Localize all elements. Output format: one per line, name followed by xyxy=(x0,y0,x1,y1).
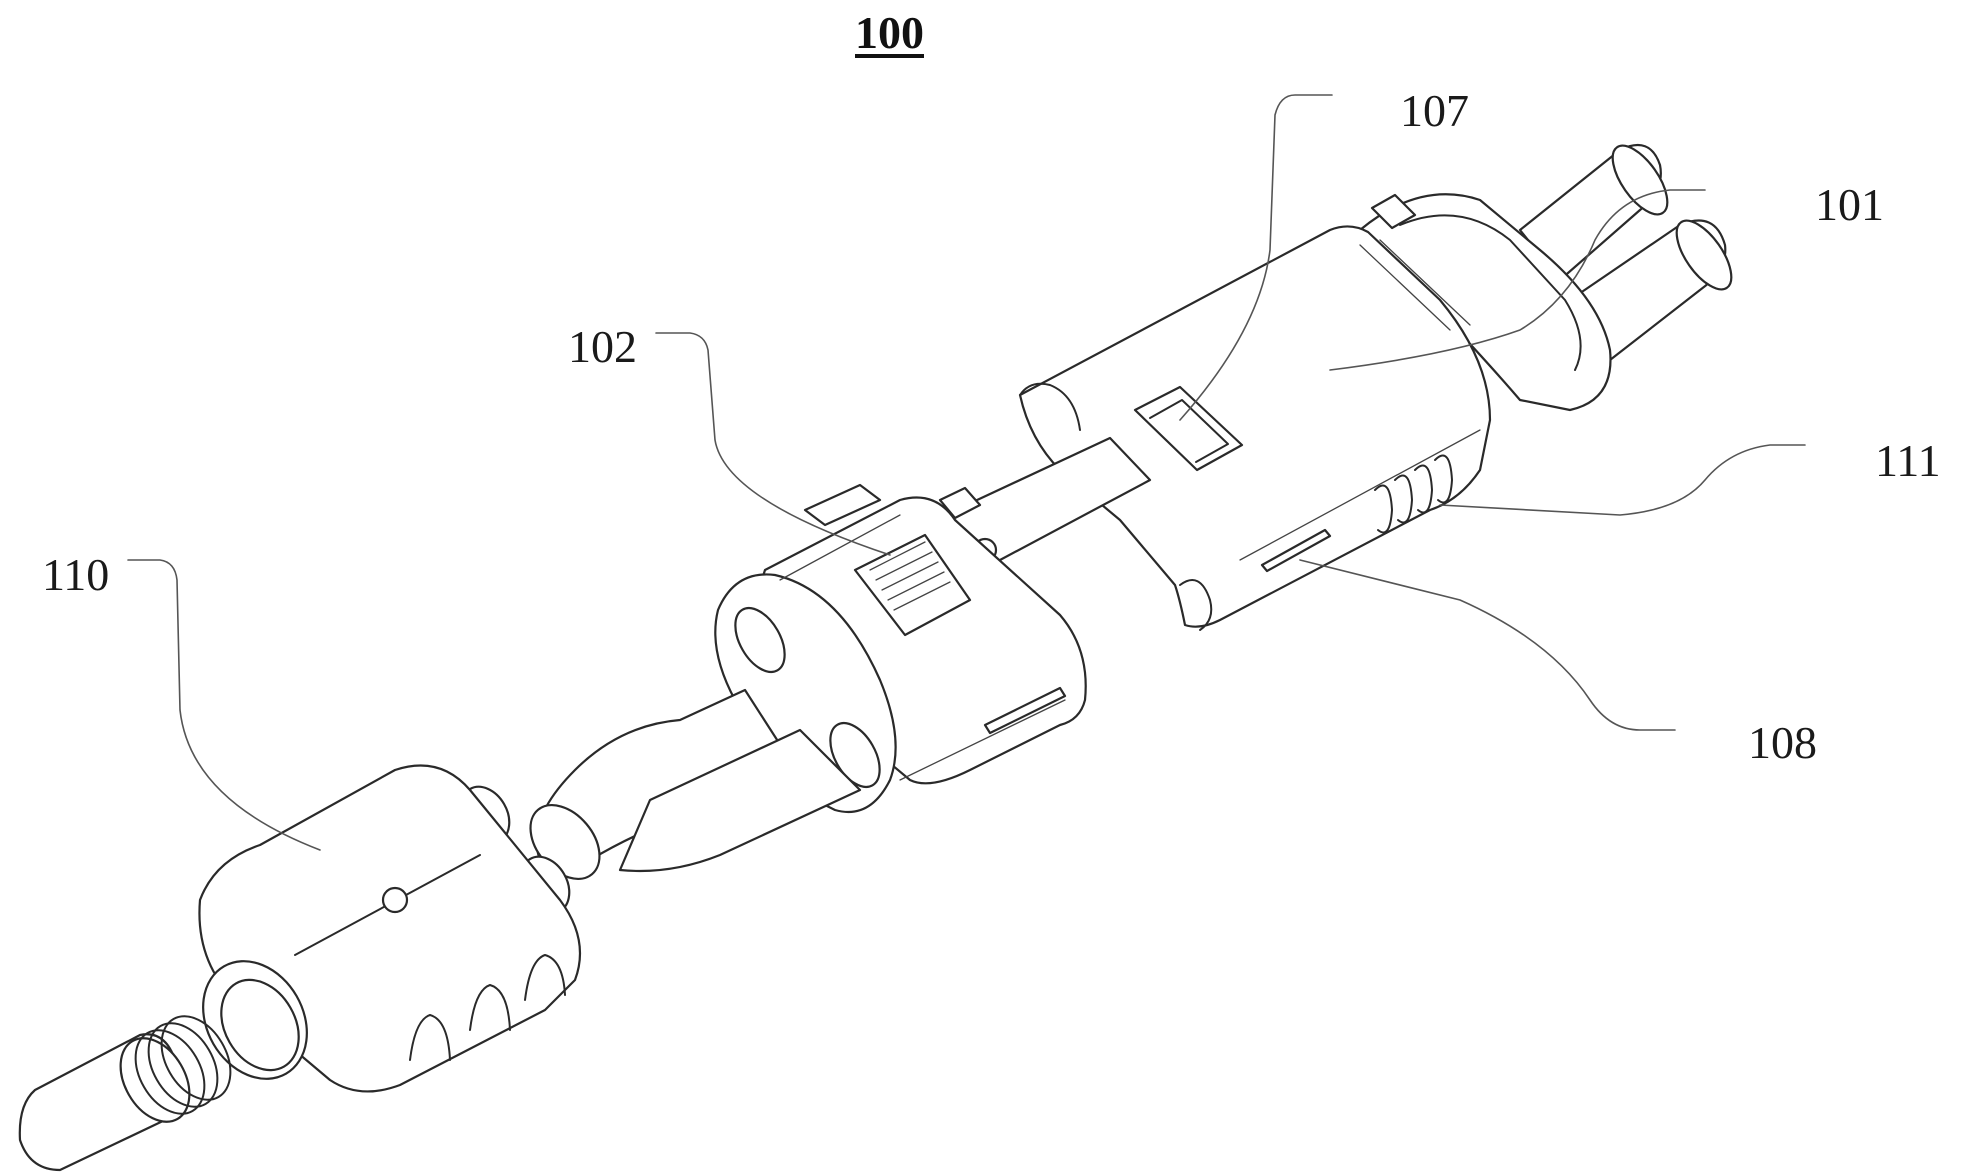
reference-label-102: 102 xyxy=(568,321,637,372)
leader-lines xyxy=(127,94,1806,851)
rear-flange xyxy=(1358,193,1612,412)
rear-cables xyxy=(1518,143,1733,362)
seal-plug xyxy=(18,1015,232,1172)
figure-title: 100 xyxy=(855,7,924,58)
reference-label-101: 101 xyxy=(1815,179,1884,230)
reference-label-110: 110 xyxy=(42,549,110,600)
reference-label-108: 108 xyxy=(1748,717,1817,768)
main-housing-101 xyxy=(1018,225,1492,631)
reference-label-107: 107 xyxy=(1400,85,1469,136)
nut-110 xyxy=(198,764,582,1093)
front-housing-102 xyxy=(714,483,1087,814)
reference-label-111: 111 xyxy=(1875,435,1941,486)
